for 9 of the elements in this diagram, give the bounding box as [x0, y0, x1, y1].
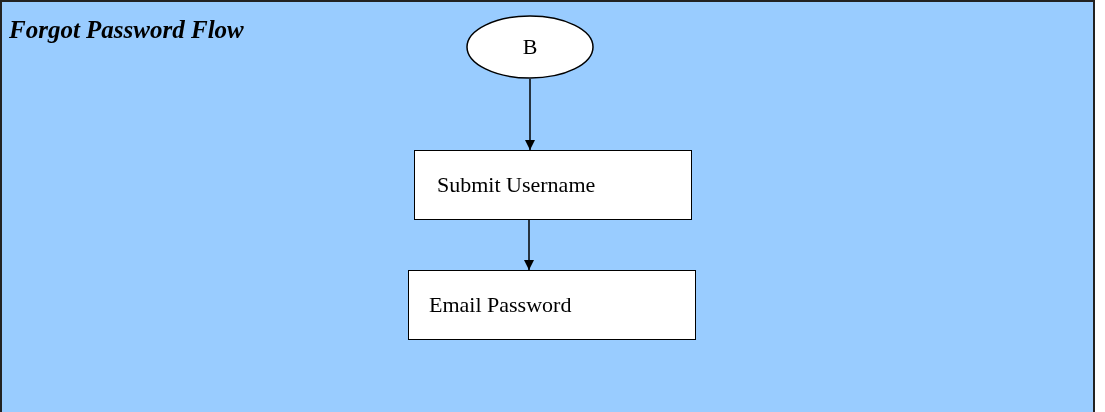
arrow [524, 219, 534, 271]
arrow [525, 78, 535, 151]
process-box [408, 270, 696, 340]
start-ellipse [466, 15, 594, 79]
node-label: Submit Username [437, 172, 596, 198]
node-label: B [522, 34, 538, 60]
process-box [414, 150, 692, 220]
node-label: Email Password [429, 292, 572, 318]
diagram-title: Forgot Password Flow [9, 16, 244, 44]
